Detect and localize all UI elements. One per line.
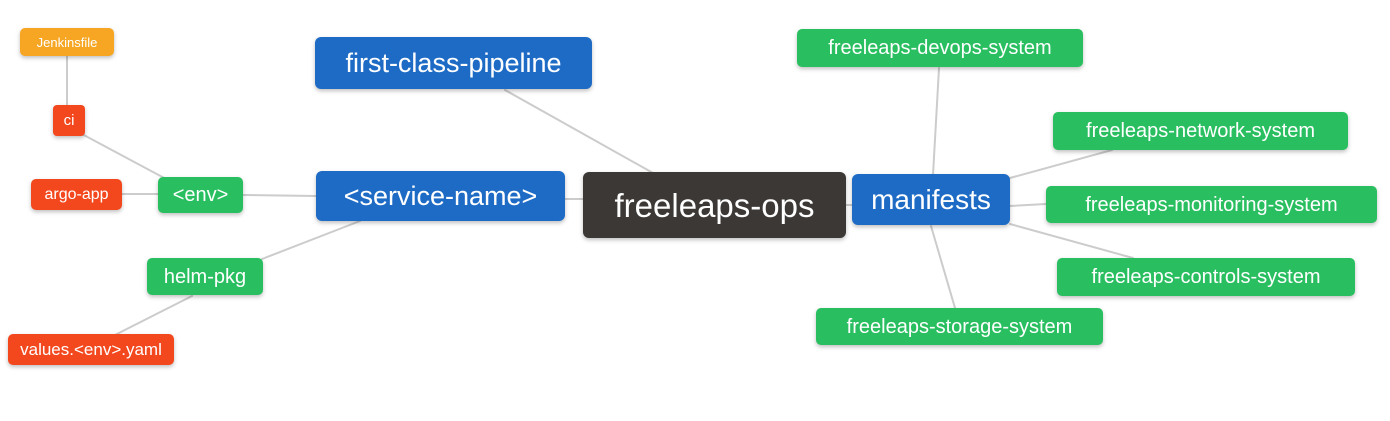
node-argo-app[interactable]: argo-app bbox=[31, 179, 122, 210]
node-freeleaps-controls-system[interactable]: freeleaps-controls-system bbox=[1057, 258, 1355, 296]
node-freeleaps-ops[interactable]: freeleaps-ops bbox=[583, 172, 846, 238]
edge-helm-pkg-service-name bbox=[261, 220, 361, 260]
node-manifests[interactable]: manifests bbox=[852, 174, 1010, 225]
node-freeleaps-network-system[interactable]: freeleaps-network-system bbox=[1053, 112, 1348, 150]
edge-manifests-devops bbox=[932, 67, 940, 176]
edge-ci-env bbox=[79, 132, 169, 181]
edge-pipeline-freeleaps-ops bbox=[504, 89, 654, 174]
node-values-env-yaml[interactable]: values.<env>.yaml bbox=[8, 334, 174, 365]
edge-manifests-storage bbox=[930, 225, 956, 309]
node-freeleaps-devops-system[interactable]: freeleaps-devops-system bbox=[797, 29, 1083, 67]
node-jenkinsfile[interactable]: Jenkinsfile bbox=[20, 28, 114, 56]
node-freeleaps-storage-system[interactable]: freeleaps-storage-system bbox=[816, 308, 1103, 345]
node-freeleaps-monitoring-system[interactable]: freeleaps-monitoring-system bbox=[1046, 186, 1377, 223]
edge-manifests-network bbox=[1009, 149, 1113, 179]
edge-env-service-name bbox=[242, 194, 317, 197]
node-env[interactable]: <env> bbox=[158, 177, 243, 213]
node-helm-pkg[interactable]: helm-pkg bbox=[147, 258, 263, 295]
node-first-class-pipeline[interactable]: first-class-pipeline bbox=[315, 37, 592, 89]
edge-values-helm-pkg bbox=[114, 295, 193, 336]
node-service-name[interactable]: <service-name> bbox=[316, 171, 565, 221]
edge-manifests-controls bbox=[1009, 223, 1134, 259]
edge-manifests-monitoring bbox=[1009, 203, 1047, 207]
node-ci[interactable]: ci bbox=[53, 105, 85, 136]
